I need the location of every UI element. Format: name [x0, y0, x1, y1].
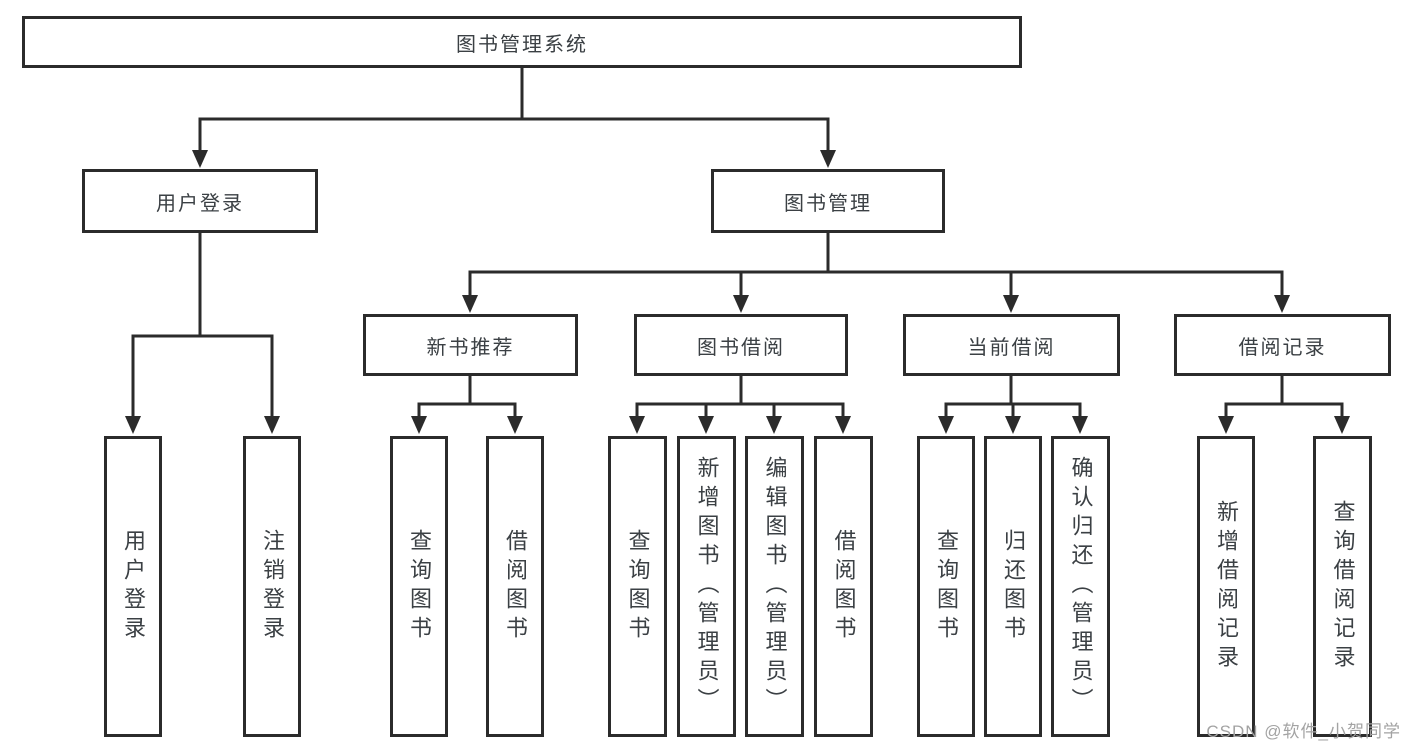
connector-new-books	[417, 376, 517, 418]
node-leaf-query-books-recommend: 查询图书	[390, 436, 448, 737]
node-leaf-logout: 注销登录	[243, 436, 301, 737]
node-leaf-query-books-borrow: 查询图书	[608, 436, 667, 737]
connector-current-borrow	[944, 376, 1082, 418]
node-book-borrowing: 图书借阅	[634, 314, 848, 376]
connector-borrow-records	[1224, 376, 1344, 418]
node-leaf-query-books-current: 查询图书	[917, 436, 975, 737]
connector-user-login	[131, 233, 274, 418]
node-leaf-user-login: 用户登录	[104, 436, 162, 737]
node-leaf-add-books-admin: 新增图书（管理员）	[677, 436, 736, 737]
connector-book-management	[468, 233, 1284, 297]
node-leaf-return-books: 归还图书	[984, 436, 1042, 737]
connector-root	[198, 68, 830, 152]
node-leaf-add-borrow-record: 新增借阅记录	[1197, 436, 1255, 737]
arrowheads	[125, 150, 1350, 434]
node-library-management-system: 图书管理系统	[22, 16, 1022, 68]
node-leaf-borrow-books-recommend: 借阅图书	[486, 436, 544, 737]
node-current-borrowing: 当前借阅	[903, 314, 1120, 376]
node-leaf-borrow-books: 借阅图书	[814, 436, 873, 737]
node-book-management: 图书管理	[711, 169, 945, 233]
connector-book-borrow	[635, 376, 845, 418]
node-borrowing-records: 借阅记录	[1174, 314, 1391, 376]
node-leaf-query-borrow-record: 查询借阅记录	[1313, 436, 1372, 737]
node-user-login: 用户登录	[82, 169, 318, 233]
node-leaf-confirm-return-admin: 确认归还（管理员）	[1051, 436, 1110, 737]
node-new-book-recommend: 新书推荐	[363, 314, 578, 376]
watermark: CSDN @软件_小贺同学	[1206, 722, 1401, 741]
node-leaf-edit-books-admin: 编辑图书（管理员）	[745, 436, 804, 737]
